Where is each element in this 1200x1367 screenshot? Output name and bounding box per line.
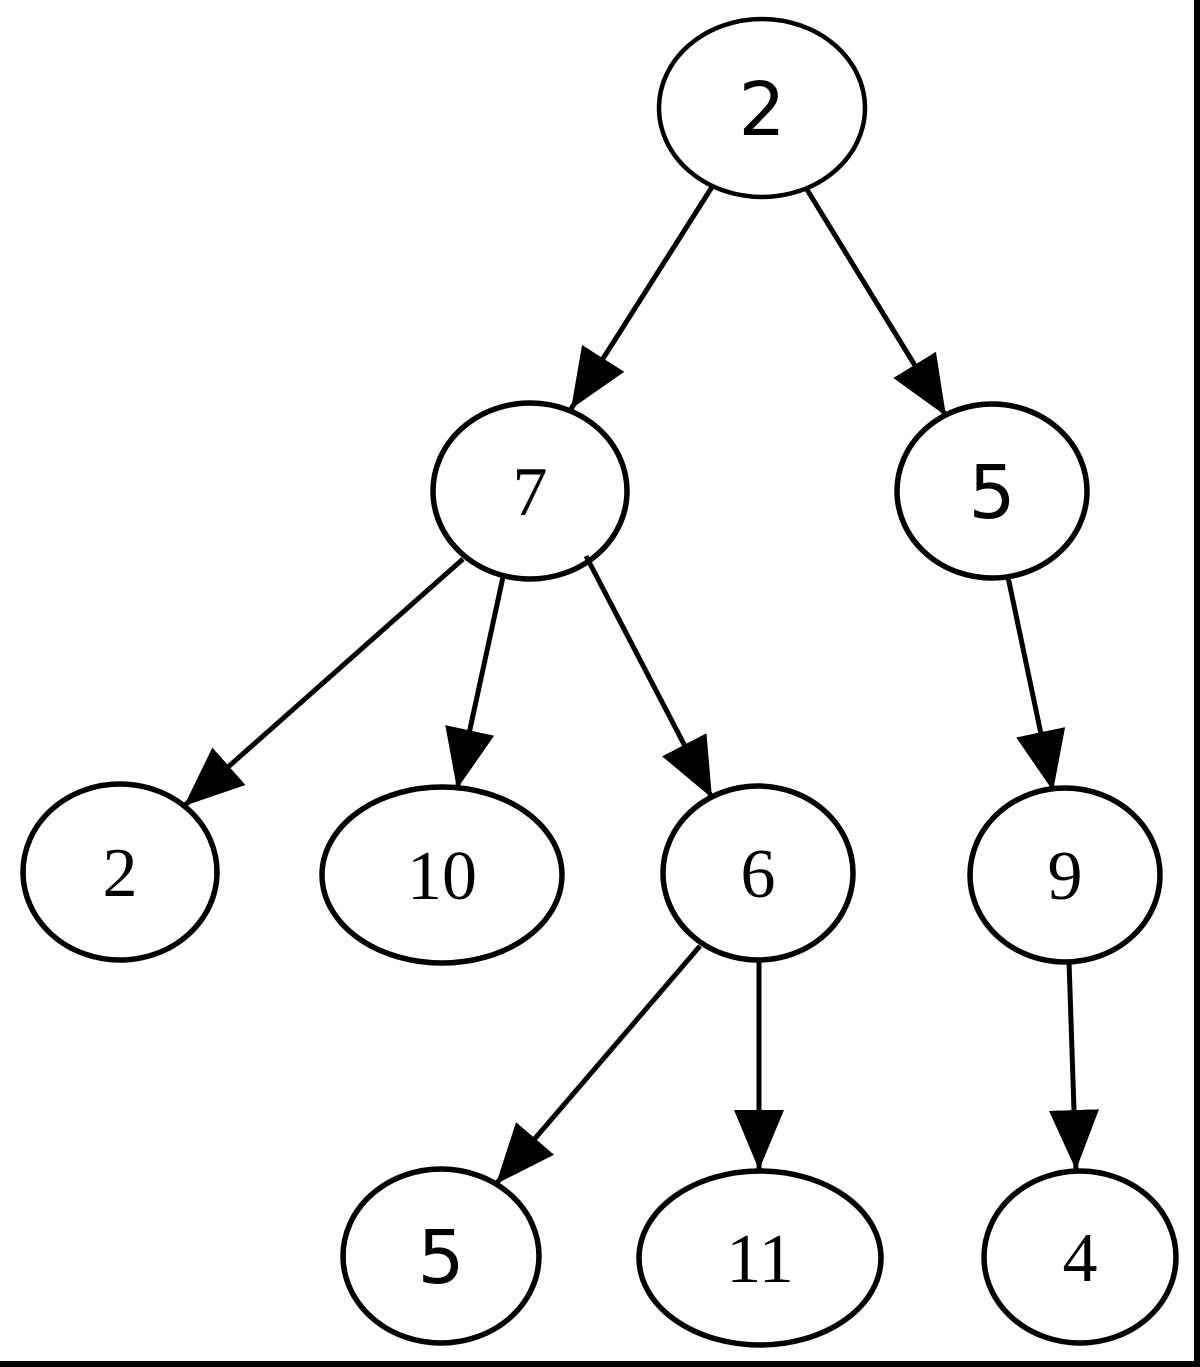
node-label-9: 9	[1048, 838, 1083, 915]
window-border-bottom	[0, 1361, 1200, 1367]
edge-root-7	[568, 185, 715, 411]
node-label-6: 6	[741, 836, 776, 913]
node-ellipse-5-right	[894, 401, 1090, 581]
node-group: 2 7 5 2 10 6	[20, 16, 1179, 1348]
node-label-2-leaf: 2	[103, 835, 138, 912]
edge-6-5	[494, 944, 702, 1186]
node-label-root: 2	[738, 67, 785, 153]
node-ellipse-2-leaf	[20, 781, 220, 963]
tree-node-4: 4	[981, 1168, 1179, 1346]
node-ellipse-9	[967, 785, 1163, 965]
tree-node-5-right: 5	[894, 401, 1090, 581]
tree-node-root: 2	[656, 16, 868, 200]
tree-node-2-leaf: 2	[20, 781, 220, 963]
tree-node-10: 10	[319, 784, 565, 966]
node-label-5-leaf: 5	[417, 1215, 464, 1301]
node-ellipse-11	[636, 1168, 884, 1348]
node-ellipse-10	[319, 784, 565, 966]
edge-9-4	[1049, 960, 1099, 1171]
node-label-4: 4	[1063, 1220, 1098, 1297]
edge-7-2	[182, 557, 465, 808]
tree-node-9: 9	[967, 785, 1163, 965]
node-label-7: 7	[513, 454, 548, 531]
node-ellipse-root	[656, 16, 868, 200]
node-ellipse-4	[981, 1168, 1179, 1346]
tree-node-5-leaf: 5	[340, 1166, 542, 1346]
node-label-5-right: 5	[968, 450, 1015, 536]
node-ellipse-7	[430, 400, 630, 582]
tree-node-11: 11	[636, 1168, 884, 1348]
node-label-10: 10	[407, 838, 477, 915]
node-label-11: 11	[726, 1221, 793, 1298]
tree-node-6: 6	[660, 783, 856, 963]
tree-node-7: 7	[430, 400, 630, 582]
edge-root-5	[803, 186, 949, 418]
window-border-right	[1194, 0, 1200, 1367]
edge-7-10	[445, 576, 506, 790]
node-ellipse-6	[660, 783, 856, 963]
edge-group	[182, 185, 1099, 1186]
node-ellipse-5-leaf	[340, 1166, 542, 1346]
edge-7-6	[583, 554, 715, 800]
edge-5-9	[1005, 576, 1066, 792]
